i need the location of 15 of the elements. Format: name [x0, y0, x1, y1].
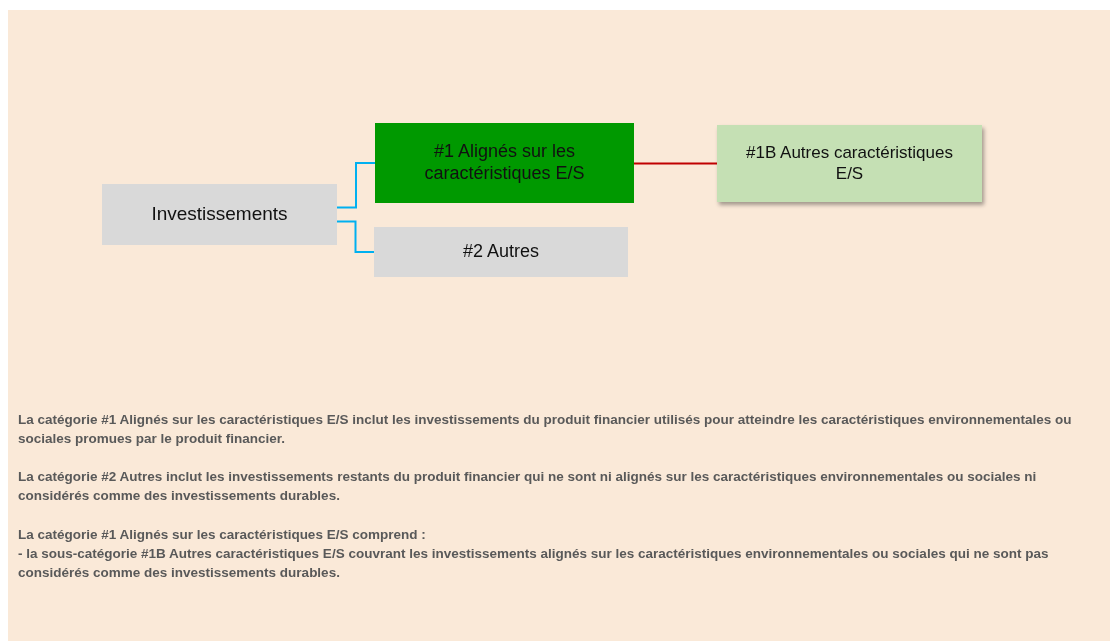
- note-text: - la sous-catégorie #1B Autres caractéristiques E/S couvrant les investissements alignés sur les caractéristiques environnementales ou sociales qui ne sont pas considérés comme des investissements durables.: [18, 544, 1050, 582]
- category-box: [374, 227, 628, 277]
- note-text: La catégorie #2 Autres inclut les investissements restants du produit financier qui ne sont ni alignés sur les caractéristiques environnementales ou sociales ni considérés comme des investissements durables.: [18, 468, 1038, 506]
- note-text: La catégorie #1 Alignés sur les caractéristiques E/S inclut les investissements du produit financier utilisés pour atteindre les caractéristiques environnementales ou sociales promues par le produit financier.: [18, 411, 1073, 449]
- box-label: #2 Autres: [462, 241, 540, 263]
- category-box: [717, 125, 982, 202]
- box-label: Investissements: [151, 203, 288, 226]
- connector-line: [336, 220, 375, 253]
- connector-line: [336, 162, 376, 209]
- category-box: [375, 123, 634, 203]
- box-label: #1B Autres caractéristiques E/S: [745, 143, 954, 184]
- note-text: La catégorie #1 Alignés sur les caractéristiques E/S comprend :: [18, 525, 427, 544]
- box-label: #1 Alignés sur les caractéristiques E/S: [423, 141, 586, 185]
- connector-line: [633, 162, 718, 165]
- category-box: [102, 184, 337, 245]
